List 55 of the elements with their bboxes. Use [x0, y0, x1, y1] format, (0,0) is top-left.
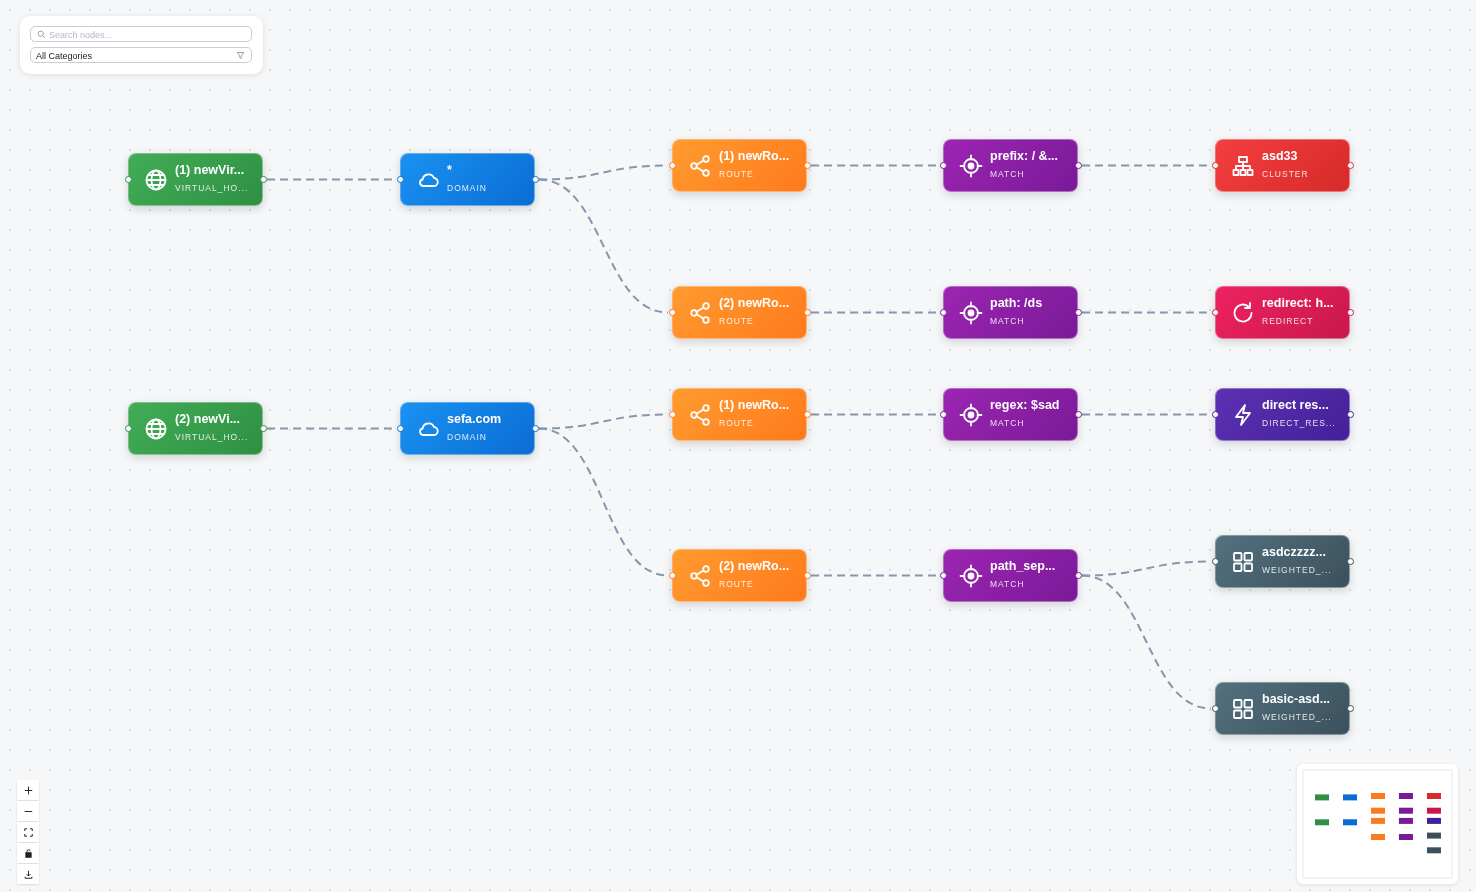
direct-response-node — [1215, 388, 1350, 441]
match-node — [943, 286, 1078, 339]
node-title: path_sep... — [990, 559, 1056, 573]
node-type: VIRTUAL_HO... — [175, 183, 249, 193]
node-type: WEIGHTED_... — [1262, 565, 1332, 575]
redirect-node — [1215, 286, 1350, 339]
weighted-cluster-node — [1215, 535, 1350, 588]
node-title: asd33 — [1262, 149, 1298, 163]
node-type: MATCH — [990, 169, 1025, 179]
node-type: MATCH — [990, 316, 1025, 326]
node-title: (1) newVir... — [175, 163, 245, 177]
route-node — [672, 286, 807, 339]
node-type: ROUTE — [719, 169, 754, 179]
node-type: ROUTE — [719, 418, 754, 428]
node-type: ROUTE — [719, 579, 754, 589]
match-node — [943, 388, 1078, 441]
node-title: prefix: / &... — [990, 149, 1059, 163]
category-dropdown: All Categories — [30, 47, 252, 63]
node-type: MATCH — [990, 579, 1025, 589]
weighted-cluster-node — [1215, 682, 1350, 735]
search-field: Search nodes... — [30, 26, 252, 42]
node-title: sefa.com — [447, 412, 502, 426]
node-title: path: /ds — [990, 296, 1043, 310]
virtual-host-node — [128, 153, 263, 206]
route-node — [672, 549, 807, 602]
node-title: basic-asd... — [1262, 692, 1331, 706]
domain-node — [400, 402, 535, 455]
node-type: ROUTE — [719, 316, 754, 326]
cluster-node — [1215, 139, 1350, 192]
node-type: DIRECT_RES... — [1262, 418, 1336, 428]
node-type: REDIRECT — [1262, 316, 1314, 326]
domain-node — [400, 153, 535, 206]
route-node — [672, 139, 807, 192]
connector-line — [538, 178, 669, 314]
node-title: direct res... — [1262, 398, 1329, 412]
node-type: WEIGHTED_... — [1262, 712, 1332, 722]
node-title: (1) newRo... — [719, 149, 790, 163]
route-node — [672, 388, 807, 441]
node-title: redirect: h... — [1262, 296, 1334, 310]
node-title: (2) newRo... — [719, 296, 790, 310]
node-type: DOMAIN — [447, 183, 487, 193]
node-title: (1) newRo... — [719, 398, 790, 412]
node-title: (2) newVi... — [175, 412, 241, 426]
node-type: MATCH — [990, 418, 1025, 428]
node-title: regex: $sad — [990, 398, 1060, 412]
match-node — [943, 139, 1078, 192]
virtual-host-node — [128, 402, 263, 455]
node-type: DOMAIN — [447, 432, 487, 442]
node-title: (2) newRo... — [719, 559, 790, 573]
node-type: CLUSTER — [1262, 169, 1309, 179]
match-node — [943, 549, 1078, 602]
connector-line — [1081, 574, 1212, 710]
node-title: * — [447, 163, 452, 177]
node-type: VIRTUAL_HO... — [175, 432, 249, 442]
node-title: asdczzzz... — [1262, 545, 1326, 559]
